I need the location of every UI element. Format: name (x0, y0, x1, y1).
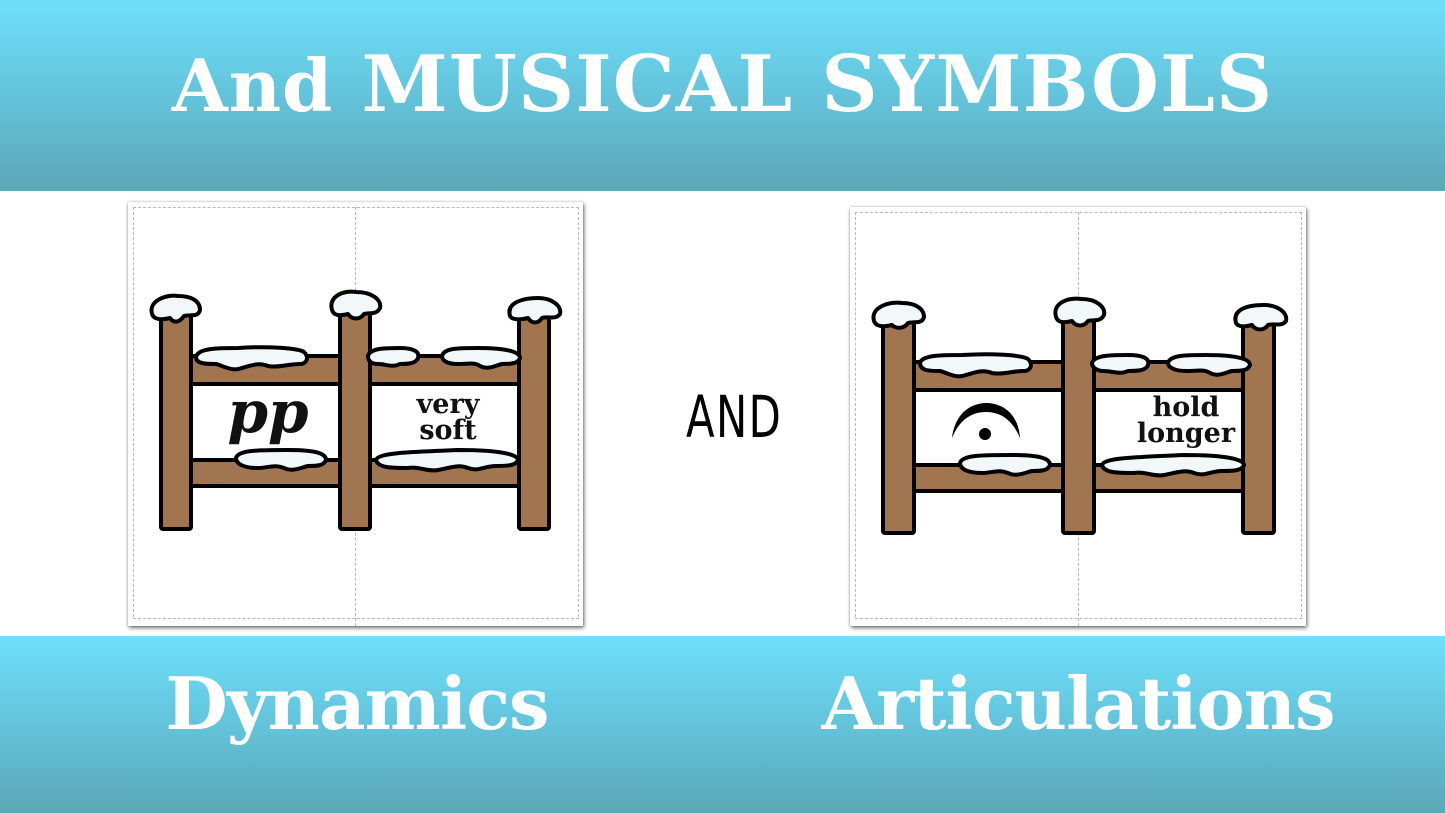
meaning-text: hold longer (1106, 392, 1266, 449)
footer-banner (0, 636, 1445, 813)
header-banner: And MUSICAL SYMBOLS (0, 0, 1445, 191)
and-connector: AND (686, 383, 783, 451)
meaning-line-2: longer (1136, 417, 1236, 449)
title-prefix: And (171, 43, 334, 128)
articulations-label: Articulations (821, 661, 1335, 746)
meaning-line-2: soft (419, 414, 477, 446)
pianissimo-symbol: pp (227, 378, 309, 446)
articulations-card: hold longer (850, 207, 1306, 626)
cut-guide-bottom (133, 618, 579, 619)
cut-guide-frame (133, 207, 579, 617)
meaning-line-1: hold (1152, 392, 1220, 423)
meaning-text: very soft (378, 389, 518, 446)
snowy-fence-illustration (149, 289, 563, 531)
dynamics-label: Dynamics (165, 661, 549, 746)
title-main: MUSICAL SYMBOLS (361, 39, 1274, 130)
dynamics-card: pp very soft (128, 202, 583, 626)
snowy-fence-illustration (871, 296, 1289, 535)
meaning-line-1: very (416, 389, 480, 420)
fermata-icon (952, 403, 1020, 440)
page-title: And MUSICAL SYMBOLS (0, 46, 1445, 124)
